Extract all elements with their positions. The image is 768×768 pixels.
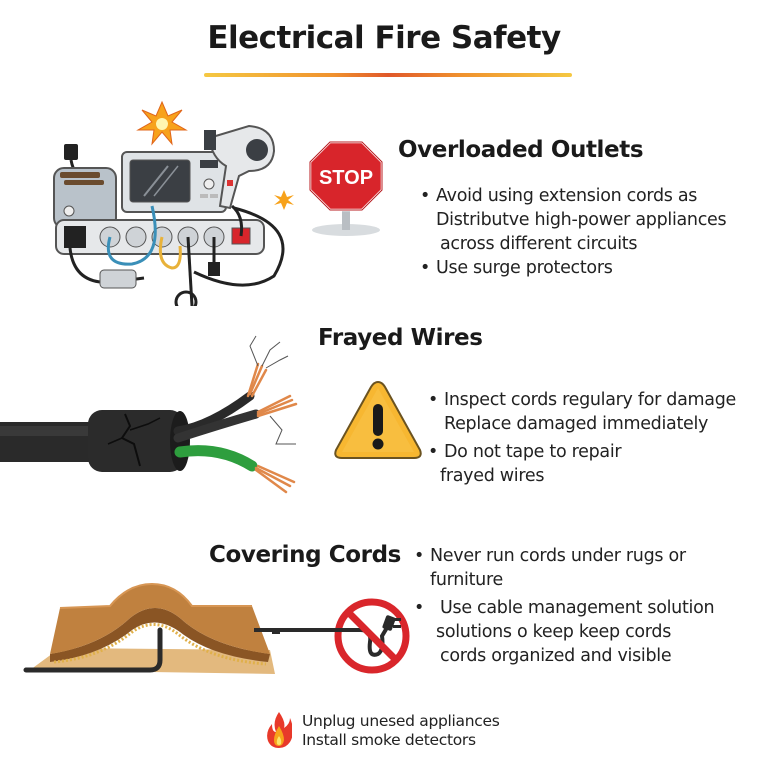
bullet-continuation: across different circuits bbox=[440, 234, 638, 254]
toaster-icon bbox=[53, 167, 117, 229]
bullet-continuation: Replace damaged immediately bbox=[444, 414, 709, 434]
stop-sign-icon: STOP bbox=[308, 140, 384, 236]
no-plug-icon bbox=[332, 596, 412, 676]
bullet-item: Never run cords under rugs or bbox=[414, 544, 714, 568]
overloaded-power-strip-illustration bbox=[44, 96, 314, 306]
hair-dryer-icon bbox=[204, 124, 276, 210]
cord-under-rug-illustration bbox=[20, 580, 280, 680]
footer-line-smoke-detectors: Install smoke detectors bbox=[302, 731, 476, 749]
bullet-item: Do not tape to repair bbox=[428, 440, 736, 464]
cord-line bbox=[254, 628, 344, 632]
bullet-item: Inspect cords regulary for damage bbox=[428, 388, 736, 412]
frayed-cable-illustration bbox=[0, 326, 310, 506]
small-spark-icon bbox=[274, 190, 294, 210]
footer-tips: Unplug unesed appliances Install smoke d… bbox=[302, 712, 500, 750]
section-heading-overloaded-outlets: Overloaded Outlets bbox=[398, 137, 644, 163]
frayed-wires-bullets: Inspect cords regulary for damage Replac… bbox=[428, 388, 736, 488]
page-title: Electrical Fire Safety bbox=[207, 20, 561, 56]
bullet-continuation: frayed wires bbox=[440, 466, 545, 486]
bullet-item: Use cable management solution bbox=[414, 596, 715, 620]
bullet-item: Avoid using extension cords as bbox=[420, 184, 726, 208]
footer-line-unplug: Unplug unesed appliances bbox=[302, 712, 500, 730]
svg-text:STOP: STOP bbox=[319, 167, 373, 189]
bullet-continuation: solutions o keep keep cords bbox=[436, 622, 672, 642]
covering-cords-bullets: Never run cords under rugs or furniture … bbox=[414, 544, 715, 668]
spark-icon bbox=[136, 100, 188, 146]
overloaded-outlets-bullets: Avoid using extension cords as Distribut… bbox=[420, 184, 727, 280]
section-heading-frayed-wires: Frayed Wires bbox=[318, 325, 483, 351]
warning-triangle-icon bbox=[332, 378, 424, 464]
fire-icon bbox=[266, 710, 292, 750]
section-heading-covering-cords: Covering Cords bbox=[209, 542, 401, 568]
bullet-continuation: cords organized and visible bbox=[440, 646, 672, 666]
bullet-continuation: Distributve high-power appliances bbox=[436, 210, 727, 230]
bullet-continuation: furniture bbox=[430, 570, 503, 590]
title-underline bbox=[204, 73, 572, 77]
bullet-item: Use surge protectors bbox=[420, 256, 726, 280]
microwave-icon bbox=[121, 151, 227, 213]
